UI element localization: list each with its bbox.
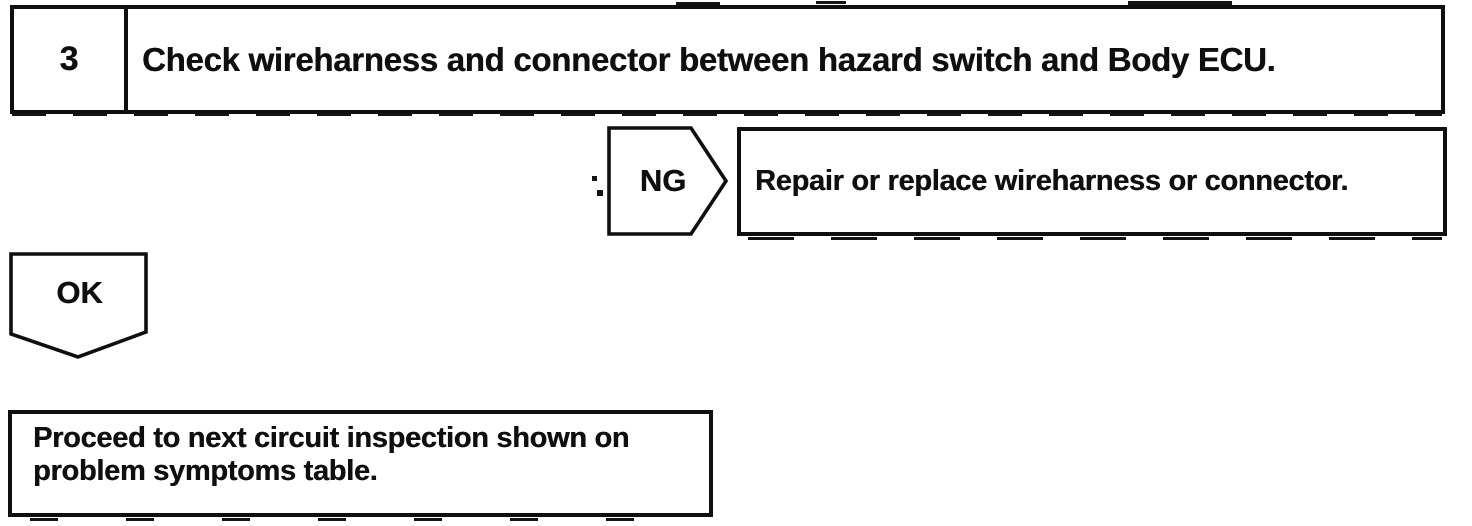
scan-artifact bbox=[816, 1, 846, 4]
ok-connector: OK bbox=[9, 252, 150, 360]
step-box: 3 Check wireharness and connector betwee… bbox=[10, 5, 1445, 114]
step-number-cell: 3 bbox=[14, 9, 128, 110]
ok-label: OK bbox=[56, 275, 103, 310]
step-instruction-cell: Check wireharness and connector between … bbox=[128, 9, 1441, 110]
step-number: 3 bbox=[59, 40, 79, 78]
scan-artifact bbox=[1128, 1, 1232, 5]
scan-artifact bbox=[30, 518, 680, 521]
ng-action-text: Repair or replace wireharness or connect… bbox=[755, 165, 1349, 197]
ng-connector: NG bbox=[607, 126, 729, 236]
scan-artifact bbox=[12, 113, 1442, 116]
ok-action-text-line-2: problem symptoms table. bbox=[33, 455, 378, 487]
ng-action-box: Repair or replace wireharness or connect… bbox=[737, 127, 1447, 236]
scan-artifact bbox=[597, 190, 603, 196]
ok-action-text-line-1: Proceed to next circuit inspection shown… bbox=[33, 422, 630, 454]
scan-artifact bbox=[748, 237, 1442, 240]
ng-arrow-shape bbox=[607, 126, 729, 236]
ng-label: NG bbox=[639, 163, 687, 198]
ok-arrow-shape bbox=[9, 252, 148, 359]
scan-artifact bbox=[676, 2, 720, 5]
ok-action-box: Proceed to next circuit inspection shown… bbox=[8, 410, 713, 517]
scan-artifact bbox=[592, 176, 597, 181]
step-instruction: Check wireharness and connector between … bbox=[142, 40, 1276, 78]
